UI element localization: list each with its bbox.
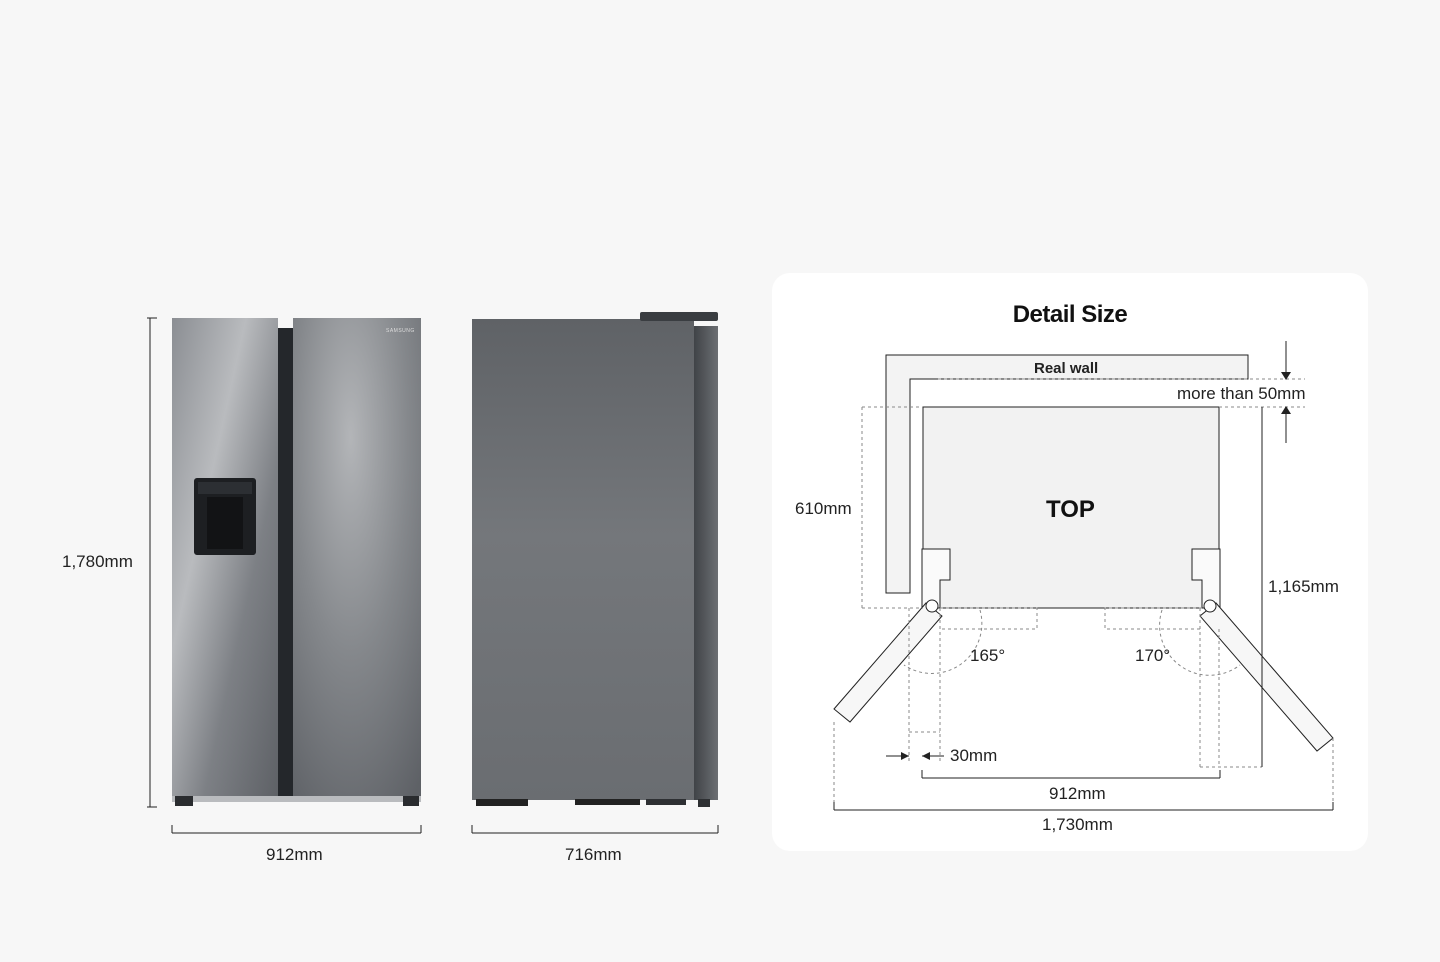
side-panel <box>472 319 694 800</box>
right-door <box>293 318 421 796</box>
side-fridge <box>472 312 718 807</box>
detail-size-card: Detail Size <box>772 273 1368 851</box>
depth-dimension <box>471 825 719 834</box>
door-edge <box>694 326 718 800</box>
top-hinge <box>640 312 718 321</box>
right-pivot <box>1203 599 1217 613</box>
right-open-door <box>1199 602 1334 752</box>
arrowheads <box>901 372 1291 760</box>
fridge-top <box>922 406 1220 609</box>
front-foot-right <box>403 796 419 806</box>
side-foot-2 <box>575 799 640 805</box>
dispenser-panel <box>198 482 252 494</box>
side-foot-4 <box>698 799 710 807</box>
height-dimension <box>147 317 157 808</box>
top-view-diagram <box>833 341 1334 811</box>
detail-title: Detail Size <box>1012 301 1128 328</box>
open-width-label: 1,730mm <box>1042 815 1113 834</box>
real-wall <box>885 354 1249 594</box>
brand-logo: SAMSUNG <box>386 328 415 334</box>
front-width-label: 912mm <box>266 845 323 864</box>
left-pivot <box>925 599 939 613</box>
front-foot-left <box>175 796 193 806</box>
dispenser-niche <box>207 497 243 549</box>
depth-610-label: 610mm <box>795 499 852 518</box>
left-open-door <box>833 602 943 723</box>
detail-dimensions <box>833 341 1334 811</box>
dashed-guides <box>833 378 1334 803</box>
detail-width-label: 912mm <box>1049 784 1106 803</box>
open-depth-label: 1,165mm <box>1268 577 1339 596</box>
side-foot-1 <box>476 799 528 806</box>
left-angle-label: 165° <box>970 646 1006 665</box>
real-wall-label: Real wall <box>1034 360 1099 377</box>
side-foot-3 <box>646 799 686 805</box>
top-label: TOP <box>1046 496 1095 523</box>
door-gap <box>278 328 293 796</box>
left-door <box>172 318 278 796</box>
front-base <box>172 796 421 802</box>
gap-label: 30mm <box>950 746 998 765</box>
depth-label: 716mm <box>565 845 622 864</box>
front-fridge <box>172 318 421 806</box>
height-label: 1,780mm <box>62 552 133 571</box>
right-angle-label: 170° <box>1135 646 1171 665</box>
clearance-label: more than 50mm <box>1177 384 1306 403</box>
front-width-dimension <box>171 825 422 834</box>
